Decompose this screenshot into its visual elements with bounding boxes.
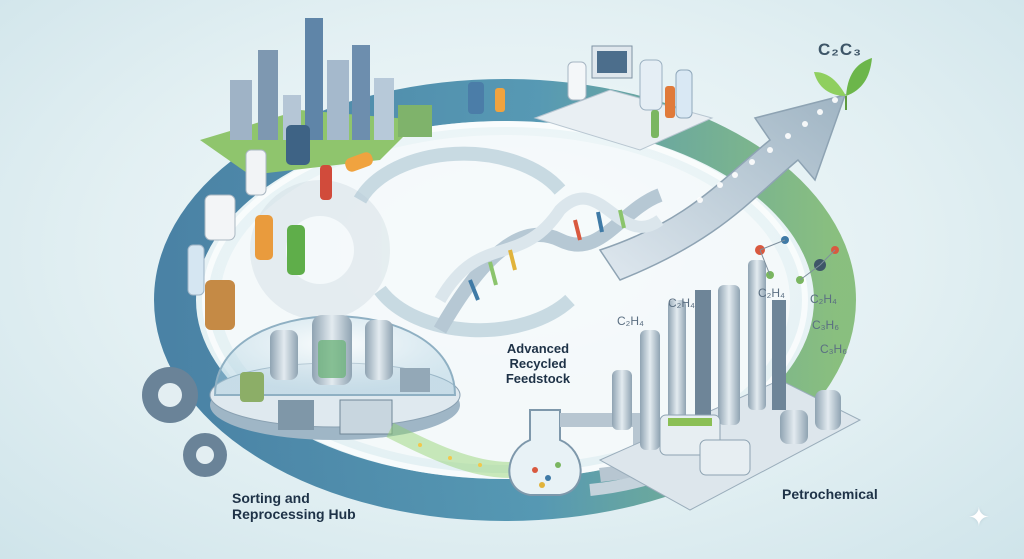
leaf-icon (814, 58, 872, 110)
arrow-icon (598, 93, 847, 281)
label-line: Recycled (509, 355, 567, 371)
chem-formula: C₂H₄ (668, 296, 695, 310)
label-feedstock: Advanced Recycled Feedstock (488, 341, 588, 387)
label-line: Feedstock (505, 370, 571, 386)
chem-formula: C₂H₄ (617, 314, 644, 328)
chem-formula: C₂H₄ (810, 292, 837, 306)
sorting-hub-dome (209, 315, 461, 440)
label-petrochemical: Petrochemical (782, 486, 878, 502)
petrochemical-plant (598, 260, 862, 511)
electronics-platform (533, 45, 714, 151)
dna-icon (433, 188, 664, 334)
label-sorting-hub: Sorting and Reprocessing Hub (232, 490, 382, 522)
label-line: Advanced (506, 341, 570, 356)
plastic-bottles (187, 82, 505, 330)
feedstock-pellets (697, 97, 838, 203)
chem-formula: C₂H₄ (758, 286, 785, 300)
gear-icon (142, 367, 227, 477)
logo: C₂C₃ (818, 30, 876, 88)
logo-text: C₂C₃ (818, 40, 862, 59)
chem-formula: C₃H₆ (812, 318, 840, 332)
label-line: Reprocessing Hub (232, 506, 356, 523)
flask-icon (508, 409, 582, 496)
chem-formula: C₃H₆ (820, 342, 848, 356)
molecule-icons (755, 236, 839, 284)
label-line: Sorting and (232, 490, 310, 506)
sparkle-icon: ✦ (968, 502, 990, 532)
